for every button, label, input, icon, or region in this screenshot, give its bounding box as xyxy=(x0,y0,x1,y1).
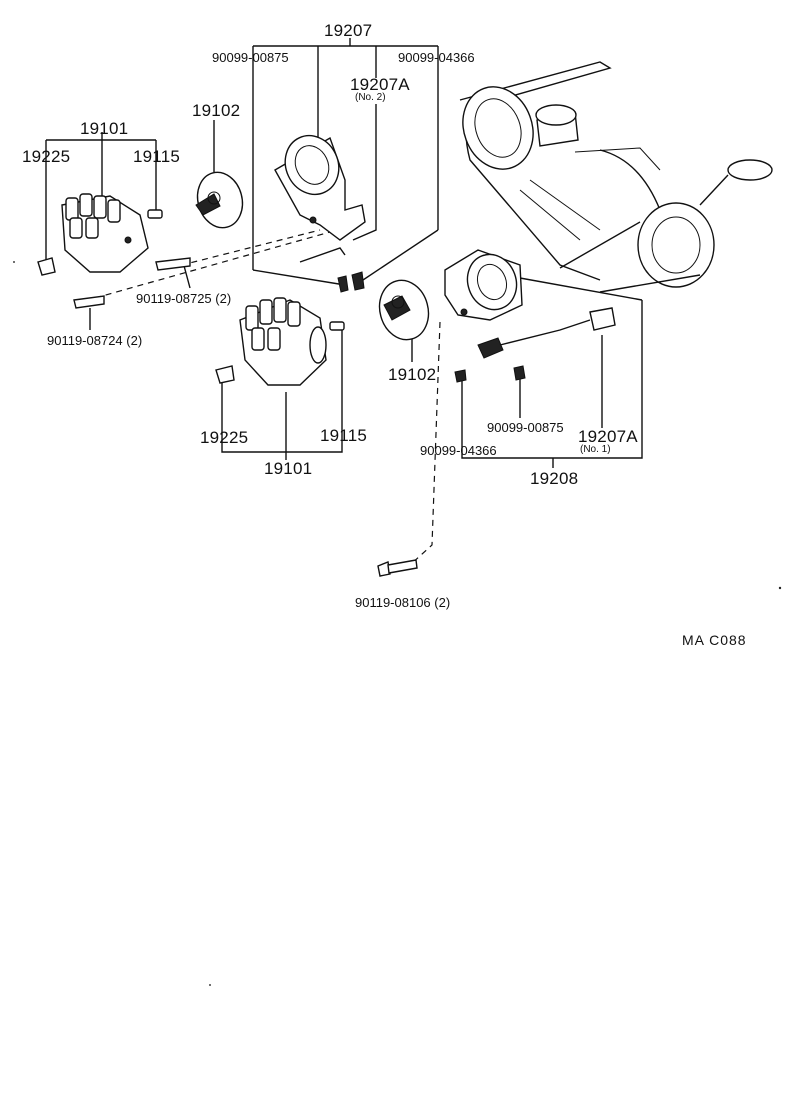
part-label-19101-top: 19101 xyxy=(80,119,129,138)
part-label-90099-04366-bottom: 90099-04366 xyxy=(420,443,497,458)
assembly-dashed-lines xyxy=(94,224,441,566)
distributor-cap-19101-lower xyxy=(215,297,345,386)
speck xyxy=(209,984,211,986)
part-label-90119-08106: 90119-08106 (2) xyxy=(355,595,451,610)
speck xyxy=(778,586,782,590)
part-label-19115-top: 19115 xyxy=(133,147,181,166)
part-label-90099-04366-top: 90099-04366 xyxy=(398,50,475,65)
part-label-19225-bottom: 19225 xyxy=(200,428,249,447)
part-label-19115-bottom: 19115 xyxy=(320,426,368,445)
diagram-code: MA C088 xyxy=(682,632,747,648)
rotor-19102-top xyxy=(195,171,244,229)
part-label-19225-top: 19225 xyxy=(22,147,71,166)
part-note-no1: (No. 1) xyxy=(580,444,611,455)
part-label-90099-00875-bottom: 90099-00875 xyxy=(487,420,564,435)
part-label-19102-mid: 19102 xyxy=(388,365,437,384)
part-label-90099-00875-top: 90099-00875 xyxy=(212,50,289,65)
part-note-no2: (No. 2) xyxy=(355,92,386,103)
engine-outline xyxy=(459,61,773,293)
part-label-90119-08725: 90119-08725 (2) xyxy=(136,291,232,306)
leader-lines xyxy=(45,38,643,468)
part-label-19207a-top: 19207A xyxy=(350,75,410,94)
speck xyxy=(13,261,15,263)
part-label-19207a-bottom: 19207A xyxy=(578,427,638,446)
housing-19207-top xyxy=(274,134,366,293)
part-label-19102-top: 19102 xyxy=(192,101,241,120)
distributor-cap-19101-top xyxy=(37,193,191,309)
part-label-19207: 19207 xyxy=(324,21,373,40)
rotor-19102-mid xyxy=(378,279,430,341)
part-label-19101-bottom: 19101 xyxy=(264,459,313,478)
part-label-90119-08724: 90119-08724 (2) xyxy=(47,333,143,348)
bolt-90119-08106 xyxy=(377,559,418,577)
part-label-19208: 19208 xyxy=(530,469,579,488)
housing-19208-right xyxy=(444,249,616,383)
